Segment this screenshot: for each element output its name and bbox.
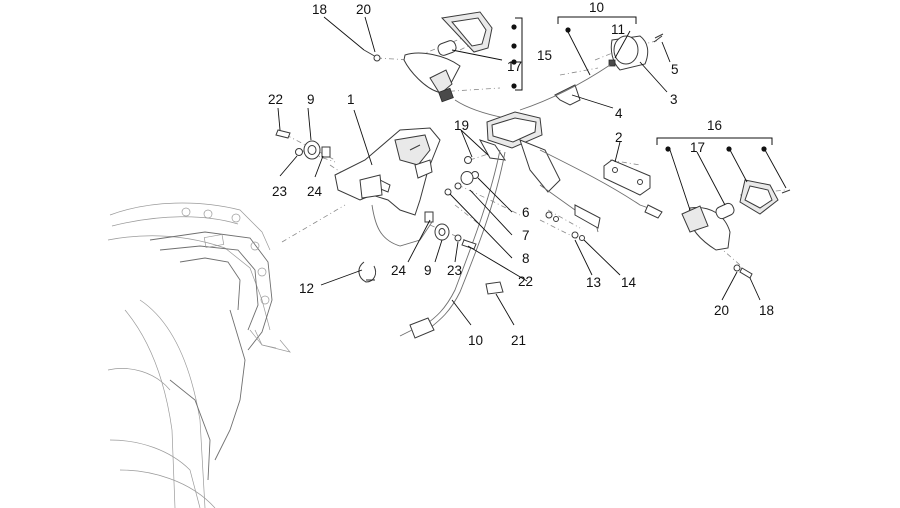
label-2: 2 — [615, 130, 623, 145]
label-19: 19 — [454, 118, 469, 133]
label-20-bottom: 20 — [714, 303, 729, 318]
label-17-right: 17 — [690, 140, 705, 155]
label-20-top: 20 — [356, 2, 371, 17]
label-1: 1 — [347, 92, 355, 107]
left-indicator — [403, 52, 461, 93]
label-18-top: 18 — [312, 2, 327, 17]
label-21: 21 — [511, 333, 526, 348]
harness-connector — [409, 317, 435, 339]
label-22-left: 22 — [268, 92, 283, 107]
label-12: 12 — [299, 281, 314, 296]
cable-tie — [358, 261, 377, 283]
label-10-bottom: 10 — [468, 333, 483, 348]
label-10-top: 10 — [589, 0, 604, 15]
label-23-bottom: 23 — [447, 263, 462, 278]
label-16: 16 — [707, 118, 722, 133]
label-24-left: 24 — [307, 184, 323, 199]
bulb — [437, 40, 457, 56]
label-22-right: 22 — [518, 274, 533, 289]
label-15: 15 — [537, 48, 552, 63]
rear-frame-drawing — [107, 202, 291, 508]
label-9-left: 9 — [307, 92, 315, 107]
label-9-bottom: 9 — [424, 263, 432, 278]
label-18-bottom: 18 — [759, 303, 774, 318]
label-11: 11 — [611, 22, 625, 37]
leader-lines — [277, 16, 787, 326]
label-13: 13 — [586, 275, 601, 290]
label-24-bottom: 24 — [391, 263, 407, 278]
label-5: 5 — [671, 62, 679, 77]
label-3: 3 — [670, 92, 678, 107]
part-labels: 18 20 10 11 15 17 5 3 22 9 1 4 19 2 16 1… — [268, 0, 774, 348]
parts — [275, 11, 791, 339]
reflector — [603, 159, 651, 196]
cable-bracket — [554, 84, 581, 106]
label-23-left: 23 — [272, 184, 287, 199]
label-14: 14 — [621, 275, 637, 290]
label-7: 7 — [522, 228, 530, 243]
gasket — [485, 281, 504, 295]
clip — [321, 146, 331, 158]
label-4: 4 — [615, 106, 623, 121]
bolt — [275, 129, 291, 139]
label-6: 6 — [522, 205, 530, 220]
group-brackets — [511, 16, 773, 152]
label-17-left: 17 — [507, 59, 522, 74]
label-8: 8 — [522, 251, 530, 266]
